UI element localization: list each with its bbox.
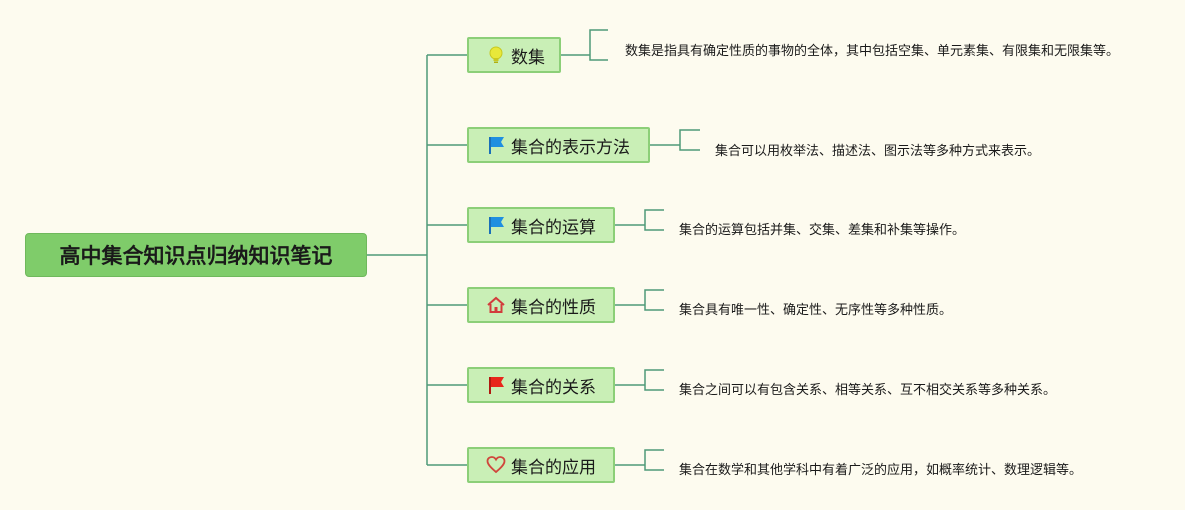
red-flag-icon [485, 374, 507, 396]
house-icon [485, 294, 507, 316]
description-bracket [644, 369, 664, 391]
root-topic-label: 高中集合知识点归纳知识笔记 [59, 244, 333, 268]
branch-topic-properties[interactable]: 集合的性质 [467, 287, 615, 323]
description-bracket [644, 209, 664, 231]
branch-description: 集合在数学和其他学科中有着广泛的应用，如概率统计、数理逻辑等。 [679, 463, 1083, 478]
branch-label: 集合的性质 [511, 297, 596, 318]
branch-topic-representation[interactable]: 集合的表示方法 [467, 127, 650, 163]
branch-topic-applications[interactable]: 集合的应用 [467, 447, 615, 483]
branch-label: 集合的运算 [511, 217, 596, 238]
blue-flag-icon [485, 134, 507, 156]
branch-description: 集合的运算包括并集、交集、差集和补集等操作。 [679, 223, 966, 238]
description-bracket [644, 449, 664, 471]
branch-topic-relations[interactable]: 集合的关系 [467, 367, 615, 403]
branch-description: 数集是指具有确定性质的事物的全体，其中包括空集、单元素集、有限集和无限集等。 [625, 44, 1120, 59]
branch-label: 集合的关系 [511, 377, 596, 398]
branch-topic-operations[interactable]: 集合的运算 [467, 207, 615, 243]
branch-description: 集合之间可以有包含关系、相等关系、互不相交关系等多种关系。 [679, 383, 1057, 398]
description-bracket [589, 29, 608, 61]
branch-label: 数集 [511, 47, 545, 68]
blue-flag-icon [485, 214, 507, 236]
description-bracket [679, 129, 700, 151]
branch-topic-number-set[interactable]: 数集 [467, 37, 561, 73]
lightbulb-icon [485, 44, 507, 66]
branch-description: 集合可以用枚举法、描述法、图示法等多种方式来表示。 [715, 144, 1041, 159]
branch-label: 集合的应用 [511, 457, 596, 478]
branch-description: 集合具有唯一性、确定性、无序性等多种性质。 [679, 303, 953, 318]
description-bracket [644, 289, 664, 311]
root-topic[interactable]: 高中集合知识点归纳知识笔记 [25, 233, 367, 277]
heart-icon [485, 454, 507, 476]
branch-label: 集合的表示方法 [511, 137, 630, 158]
